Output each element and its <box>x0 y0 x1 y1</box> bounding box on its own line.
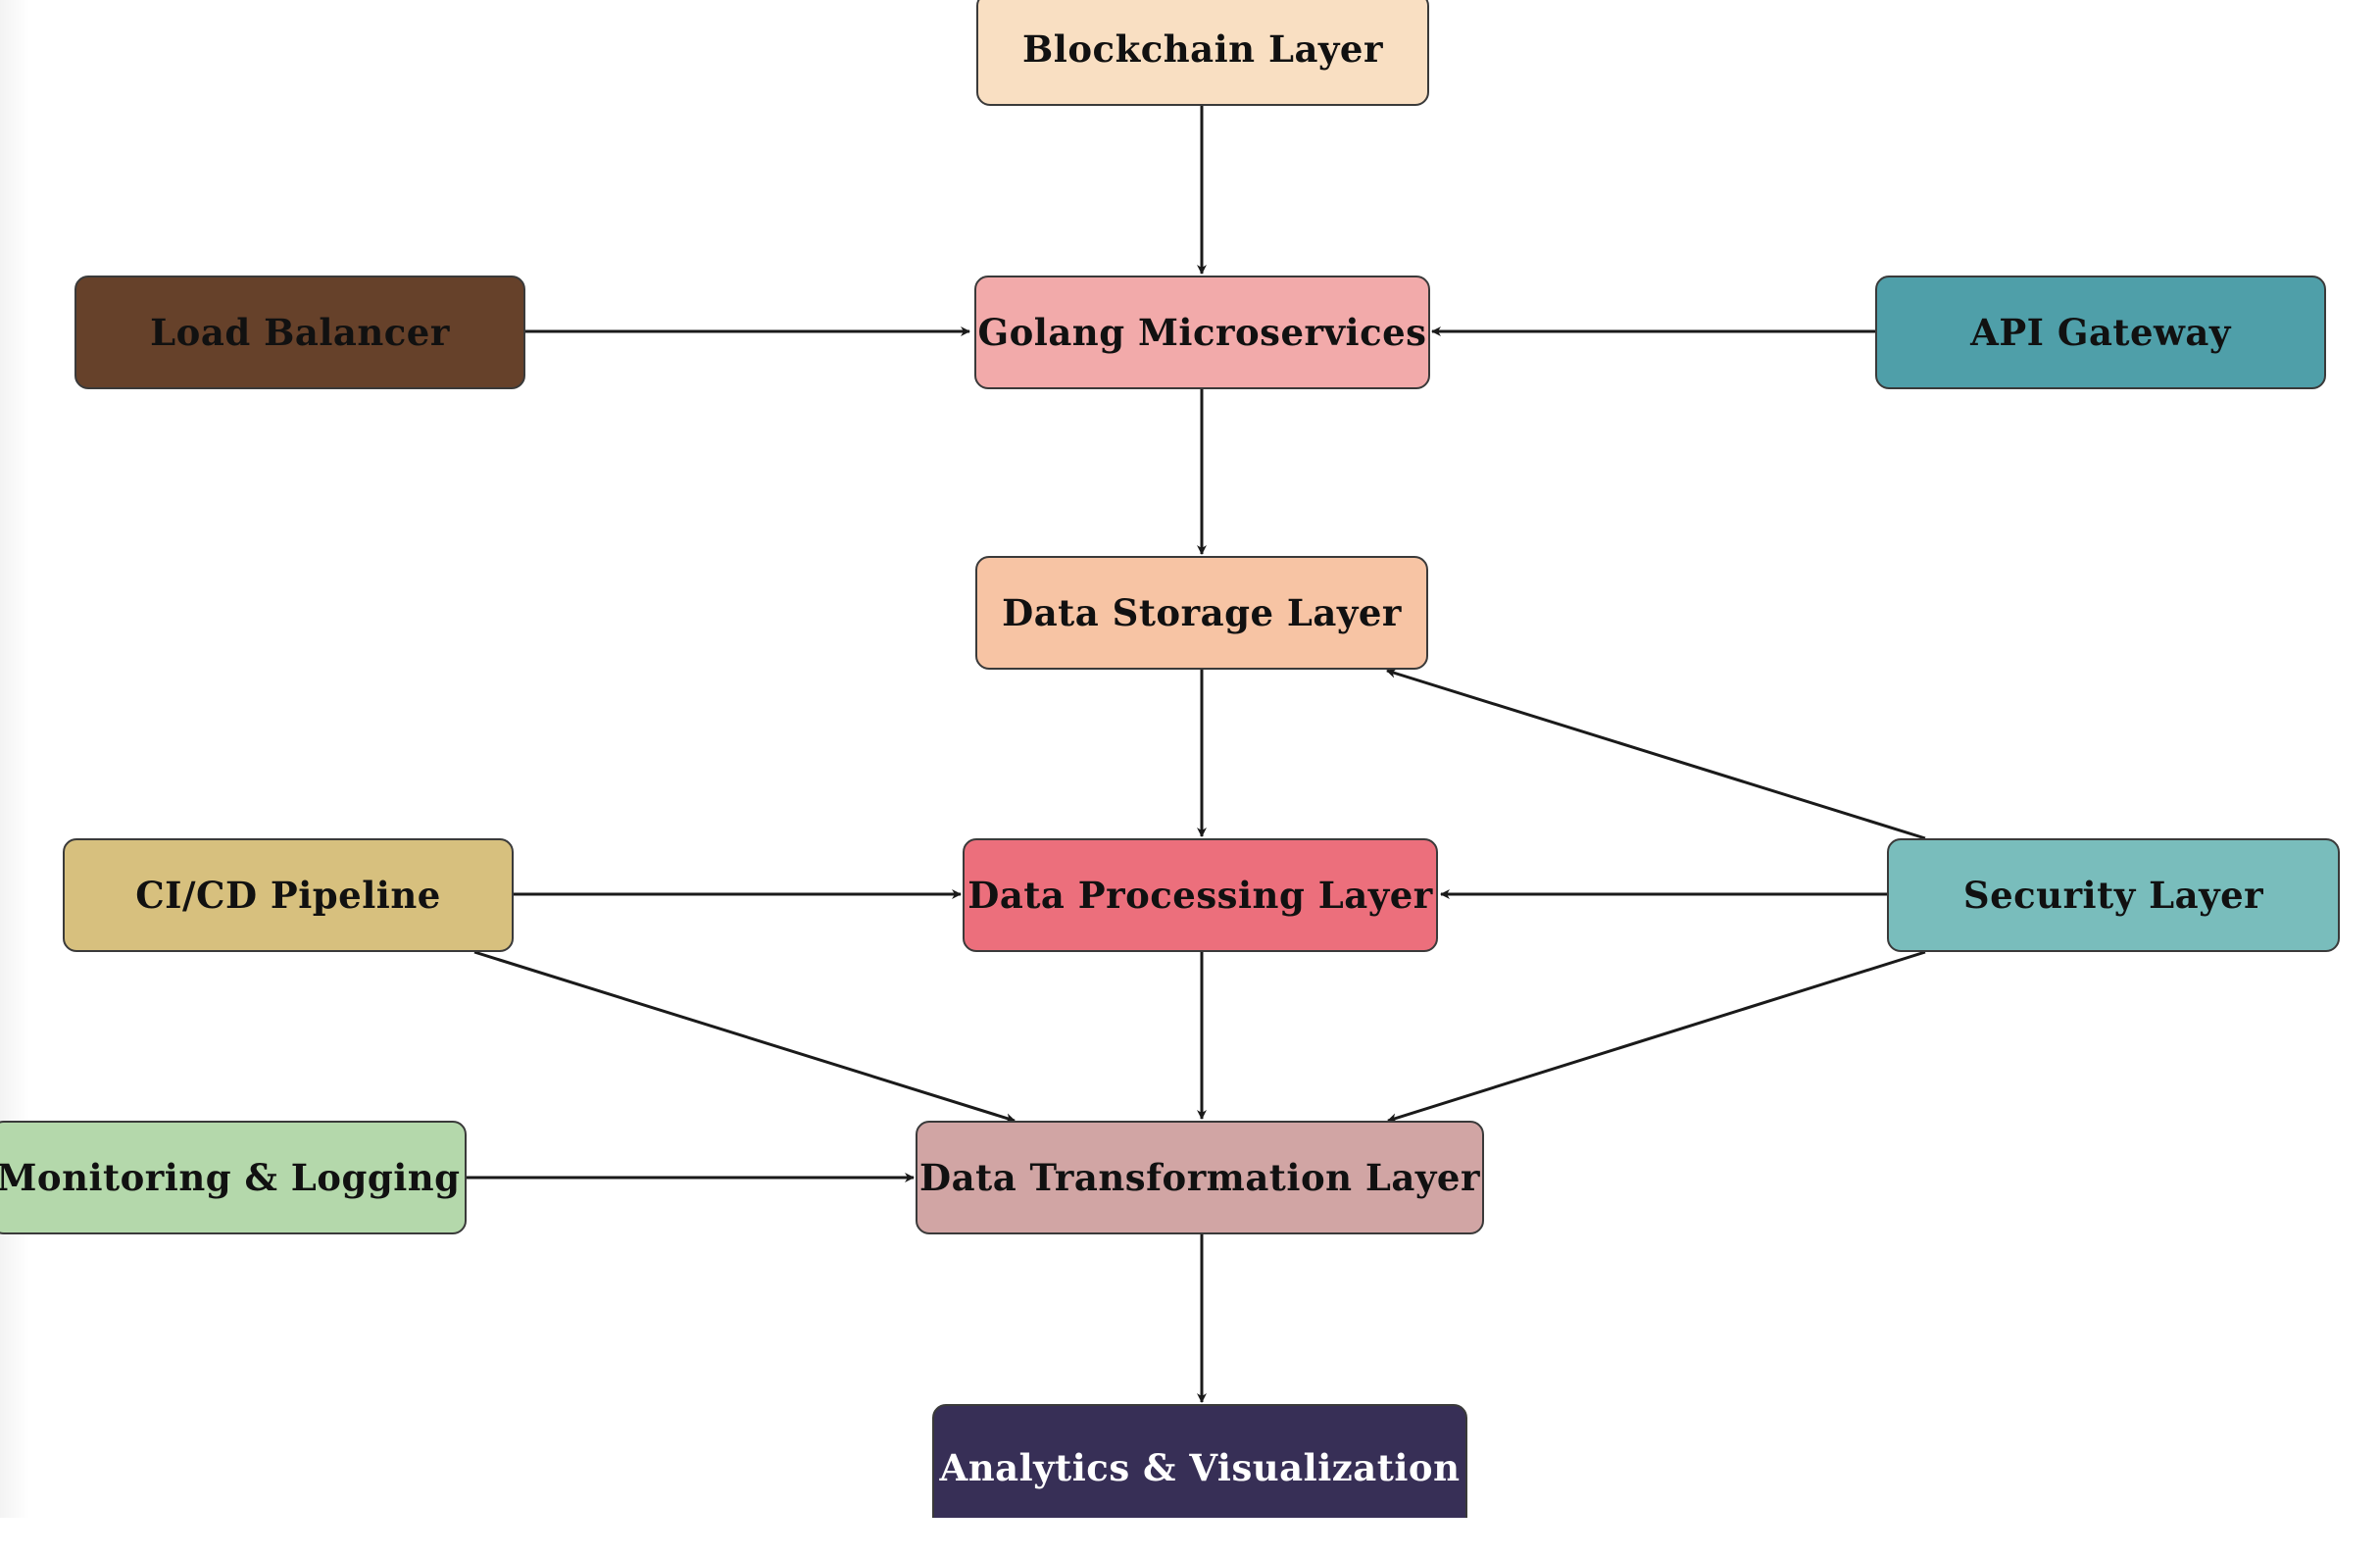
edge-cicd-to-data-transformation <box>473 950 1016 1124</box>
node-label: CI/CD Pipeline <box>135 874 441 917</box>
node-cicd-pipeline: CI/CD Pipeline <box>63 838 514 952</box>
node-security-layer: Security Layer <box>1887 838 2340 952</box>
node-blockchain-layer: Blockchain Layer <box>976 0 1429 106</box>
edge-security-to-data-storage <box>1386 668 1926 840</box>
node-label: Golang Microservices <box>977 311 1427 354</box>
node-analytics-visualization: Analytics & Visualization <box>932 1404 1467 1532</box>
node-label: Load Balancer <box>150 311 450 354</box>
node-label: Blockchain Layer <box>1022 27 1383 71</box>
node-label: Security Layer <box>1962 874 2264 917</box>
node-load-balancer: Load Balancer <box>74 276 525 389</box>
node-data-transformation-layer: Data Transformation Layer <box>916 1121 1484 1234</box>
node-monitoring-logging: Monitoring & Logging <box>0 1121 467 1234</box>
node-label: Data Storage Layer <box>1002 591 1402 634</box>
node-label: Data Processing Layer <box>967 874 1433 917</box>
node-data-processing-layer: Data Processing Layer <box>963 838 1438 952</box>
left-edge-shade <box>0 0 29 1518</box>
node-data-storage-layer: Data Storage Layer <box>975 556 1428 670</box>
node-label: API Gateway <box>1970 311 2231 354</box>
node-label: Monitoring & Logging <box>0 1156 461 1199</box>
edge-security-to-data-transformation <box>1387 950 1926 1124</box>
bottom-margin <box>0 1518 2380 1557</box>
node-label: Analytics & Visualization <box>939 1446 1461 1489</box>
node-api-gateway: API Gateway <box>1875 276 2326 389</box>
node-golang-microservices: Golang Microservices <box>974 276 1430 389</box>
node-label: Data Transformation Layer <box>919 1156 1480 1199</box>
